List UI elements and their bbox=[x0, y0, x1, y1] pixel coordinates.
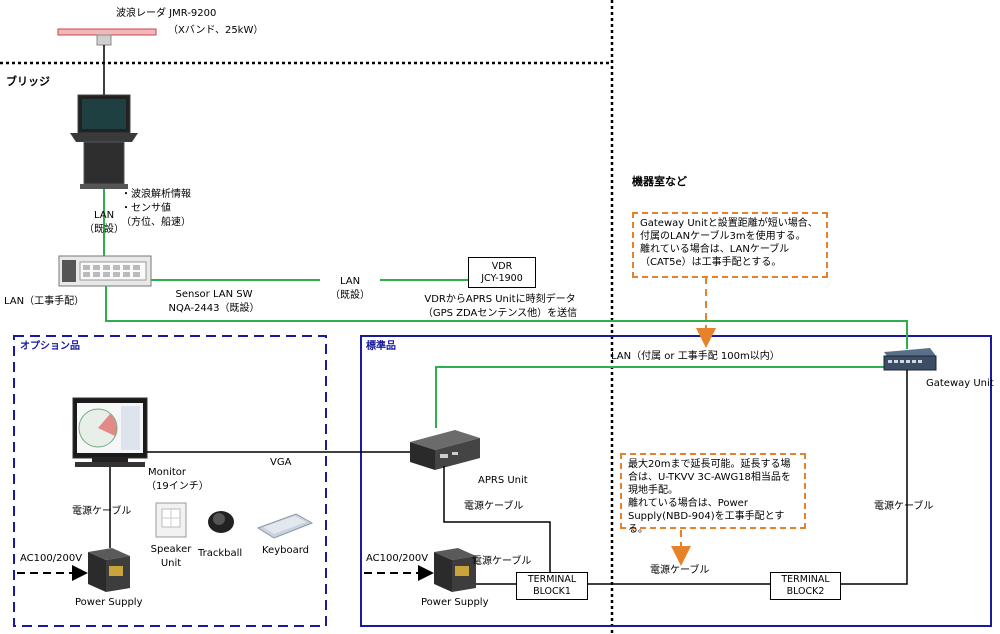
vdr-box: VDR JCY-1900 bbox=[468, 257, 536, 288]
vga-label: VGA bbox=[270, 457, 292, 468]
speaker-label: Speaker bbox=[150, 544, 192, 555]
tb2-line1: TERMINAL bbox=[781, 574, 830, 585]
machine-room-label: 機器室など bbox=[632, 175, 687, 188]
mid-lan-label: LAN bbox=[320, 275, 380, 288]
radar-pedestal bbox=[96, 34, 112, 46]
lan-gateway-aprs-line bbox=[435, 366, 884, 428]
tb1-line1: TERMINAL bbox=[527, 574, 577, 585]
tb-power-cable-label: 電源ケーブル bbox=[650, 565, 710, 576]
power-supply-left-device bbox=[88, 548, 130, 592]
option-zone-frame bbox=[13, 335, 327, 627]
gateway-label: Gateway Unit bbox=[926, 378, 994, 389]
option-power-cable-label: 電源ケーブル bbox=[72, 506, 132, 517]
speaker-unit-device bbox=[155, 502, 187, 538]
keyboard-label: Keyboard bbox=[262, 545, 310, 556]
ac-left-label: AC100/200V bbox=[20, 553, 83, 564]
standard-zone-label: 標準品 bbox=[366, 341, 396, 352]
power-extension-note: 最大20mまで延長可能。延長する場 合は、U-TKVV 3C-AWG18相当品を… bbox=[620, 453, 806, 535]
vdr-model: JCY-1900 bbox=[481, 272, 523, 284]
radar-name: 波浪レーダ JMR-9200 bbox=[116, 8, 217, 19]
aprs-device bbox=[410, 430, 480, 470]
bridge-console bbox=[70, 94, 138, 189]
vdr-note-line2: （GPS ZDAセンテンス他）を送信 bbox=[422, 308, 578, 319]
aprs-power-cable-label: 電源ケーブル bbox=[464, 501, 524, 512]
monitor-device bbox=[72, 397, 148, 467]
ac-standard-label: AC100/200V bbox=[366, 553, 429, 564]
sensor-sw-name: Sensor LAN SW bbox=[175, 289, 253, 300]
terminal-block1: TERMINAL BLOCK1 bbox=[516, 572, 588, 600]
ps-power-cable-label: 電源ケーブル bbox=[472, 556, 532, 567]
power-supply-standard-device bbox=[434, 548, 476, 592]
keyboard-device bbox=[256, 513, 314, 539]
monitor-size: （19インチ） bbox=[146, 481, 209, 492]
power-supply-standard-label: Power Supply bbox=[421, 597, 489, 608]
terminal-block2: TERMINAL BLOCK2 bbox=[770, 572, 841, 600]
console-lan-label: LAN bbox=[93, 210, 115, 221]
tb1-line2: BLOCK1 bbox=[533, 586, 571, 597]
bridge-zone-label: ブリッジ bbox=[6, 75, 50, 88]
aprs-label: APRS Unit bbox=[478, 475, 528, 486]
power-supply-left-label: Power Supply bbox=[75, 597, 143, 608]
gateway-lan-label: LAN（付属 or 工事手配 100m以内） bbox=[611, 351, 780, 362]
vdr-note-line1: VDRからAPRS Unitに時刻データ bbox=[424, 294, 576, 305]
lan-work-label: LAN（工事手配） bbox=[4, 296, 85, 307]
gateway-power-cable-label: 電源ケーブル bbox=[874, 501, 934, 512]
radar-spec: （Xバンド、25kW） bbox=[168, 25, 264, 36]
bridge-info-line2: ・センサ値 bbox=[121, 203, 171, 214]
standard-zone-frame bbox=[360, 335, 992, 627]
sensor-sw-model: NQA-2443（既設） bbox=[168, 303, 260, 314]
sensor-lan-switch bbox=[58, 255, 152, 287]
console-lan-existing: （既設） bbox=[84, 224, 124, 235]
option-zone-label: オプション品 bbox=[20, 341, 80, 352]
monitor-label: Monitor bbox=[148, 467, 187, 478]
mid-lan-existing: （既設） bbox=[330, 290, 370, 301]
bridge-info-line1: ・波浪解析情報 bbox=[121, 189, 191, 200]
radar-antenna bbox=[57, 28, 157, 36]
gateway-cable-note: Gateway Unitと設置距離が短い場合、 付属のLANケーブル3mを使用す… bbox=[632, 212, 828, 278]
bridge-info-line3: （方位、船速） bbox=[121, 217, 191, 228]
trackball-device bbox=[208, 511, 234, 533]
trackball-label: Trackball bbox=[198, 548, 243, 559]
tb2-line2: BLOCK2 bbox=[786, 586, 825, 597]
speaker-unit-label: Unit bbox=[160, 558, 182, 569]
gateway-device bbox=[883, 348, 937, 371]
tb2-to-gateway-line bbox=[841, 370, 908, 585]
lan-to-gateway-line bbox=[105, 286, 908, 349]
aprs-power-cable-line bbox=[443, 466, 551, 572]
vdr-name: VDR bbox=[491, 260, 513, 272]
